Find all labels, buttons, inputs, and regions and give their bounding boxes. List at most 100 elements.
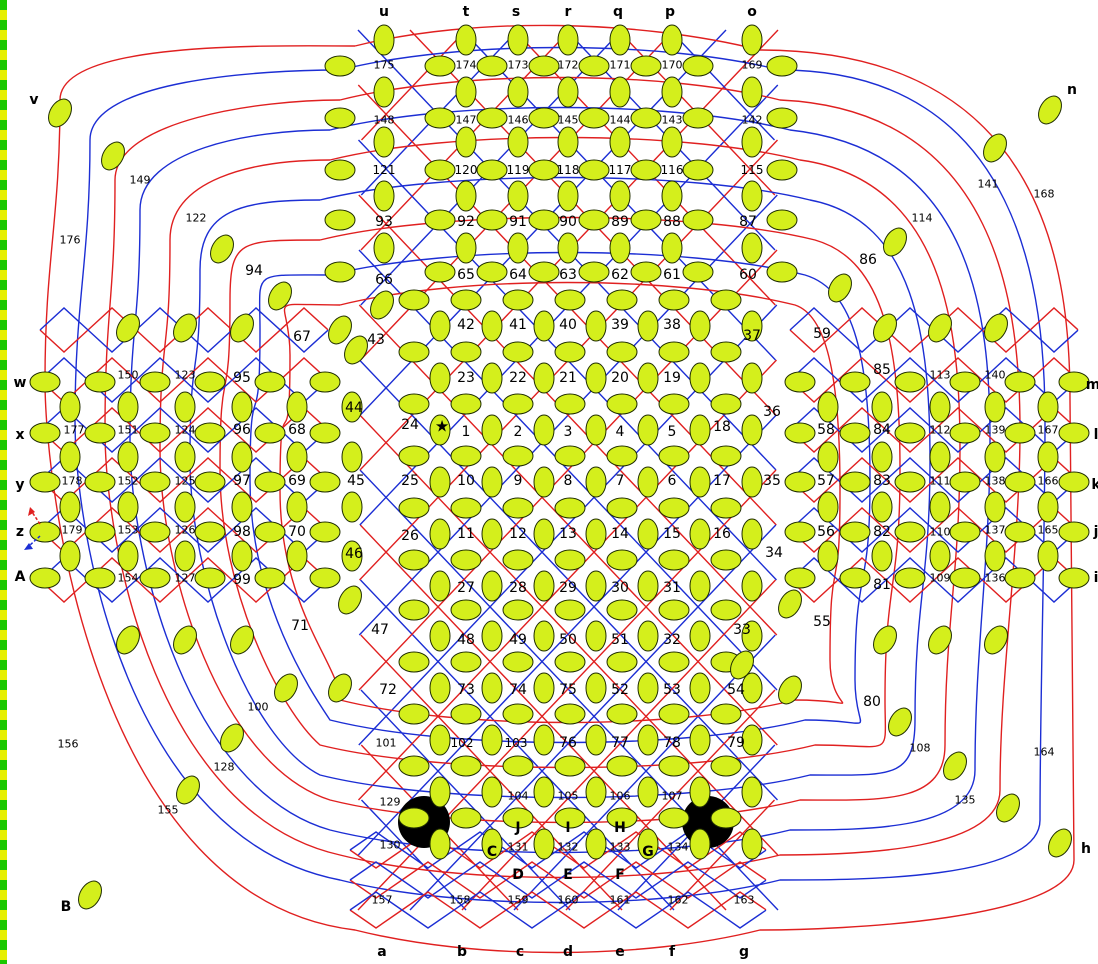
crossing-node xyxy=(711,394,741,414)
region-number: 78 xyxy=(663,735,681,751)
crossing-node xyxy=(374,233,394,263)
edge-label-top: o xyxy=(747,4,757,20)
crossing-node xyxy=(742,519,762,549)
crossing-node xyxy=(255,372,285,392)
crossing-node xyxy=(555,550,585,570)
region-number: 49 xyxy=(509,632,527,648)
edge-label-bottom: e xyxy=(615,944,625,960)
region-number: 163 xyxy=(734,894,755,907)
edge-label-left: w xyxy=(14,375,27,391)
region-number: 91 xyxy=(509,214,527,230)
crossing-node xyxy=(85,472,115,492)
crossing-node xyxy=(579,56,609,76)
crossing-node xyxy=(558,233,578,263)
region-number: 146 xyxy=(508,114,529,127)
region-number: 157 xyxy=(372,894,393,907)
crossing-node xyxy=(140,472,170,492)
region-number: 98 xyxy=(233,524,251,540)
region-number: 155 xyxy=(158,804,179,817)
crossing-node xyxy=(950,522,980,542)
crossing-node xyxy=(482,363,502,393)
region-number: 36 xyxy=(763,404,781,420)
crossing-node xyxy=(118,541,138,571)
crossing-node xyxy=(508,181,528,211)
crossing-node xyxy=(742,181,762,211)
region-number: 103 xyxy=(505,736,528,750)
crossing-node xyxy=(399,498,429,518)
region-number: 16 xyxy=(713,526,731,542)
region-number: 164 xyxy=(1034,746,1055,759)
crossing-node xyxy=(924,310,956,346)
crossing-node xyxy=(610,25,630,55)
edge-label-bottom: c xyxy=(516,944,524,960)
region-number: 121 xyxy=(373,163,396,177)
region-number: 177 xyxy=(64,424,85,437)
region-number: 76 xyxy=(559,735,577,751)
crossing-node xyxy=(607,290,637,310)
crossing-node xyxy=(374,25,394,55)
crossing-node xyxy=(534,467,554,497)
crossing-node xyxy=(503,652,533,672)
crossing-node xyxy=(430,363,450,393)
region-number: 152 xyxy=(118,475,139,488)
crossing-node xyxy=(579,160,609,180)
region-number: 31 xyxy=(663,580,681,596)
crossing-node xyxy=(1034,92,1066,128)
region-number: 179 xyxy=(62,524,83,537)
crossing-node xyxy=(638,571,658,601)
inner-letter: C xyxy=(487,844,497,860)
region-number: 8 xyxy=(564,473,573,489)
crossing-node xyxy=(399,652,429,672)
crossing-node xyxy=(586,571,606,601)
region-number: 12 xyxy=(509,526,527,542)
region-number: 50 xyxy=(559,632,577,648)
region-number: 141 xyxy=(978,178,999,191)
region-number: 9 xyxy=(514,473,523,489)
region-number: 102 xyxy=(451,736,474,750)
region-number: 25 xyxy=(401,473,419,489)
region-number: 19 xyxy=(663,370,681,386)
crossing-node xyxy=(711,756,741,776)
edge-label-left: B xyxy=(61,899,72,915)
crossing-node xyxy=(310,372,340,392)
region-number: 63 xyxy=(559,267,577,283)
crossing-node xyxy=(742,233,762,263)
crossing-node xyxy=(508,25,528,55)
crossing-node xyxy=(430,571,450,601)
region-number: 20 xyxy=(611,370,629,386)
crossing-node xyxy=(638,673,658,703)
edge-label-right: h xyxy=(1081,841,1091,857)
crossing-node xyxy=(586,311,606,341)
crossing-node xyxy=(607,756,637,776)
crossing-node xyxy=(610,181,630,211)
region-number: 171 xyxy=(610,59,631,72)
region-number: 59 xyxy=(813,326,831,342)
crossing-node xyxy=(683,108,713,128)
crossing-node xyxy=(112,622,144,658)
crossing-node xyxy=(175,492,195,522)
crossing-node xyxy=(662,127,682,157)
crossing-node xyxy=(195,372,225,392)
crossing-node xyxy=(169,622,201,658)
region-number: 132 xyxy=(558,841,579,854)
crossing-node xyxy=(112,310,144,346)
region-number: 73 xyxy=(457,682,475,698)
crossing-node xyxy=(325,108,355,128)
crossing-node xyxy=(586,415,606,445)
crossing-node xyxy=(1005,472,1035,492)
crossing-node xyxy=(482,311,502,341)
crossing-node xyxy=(425,56,455,76)
crossing-node xyxy=(586,777,606,807)
crossing-node xyxy=(586,621,606,651)
region-number: 45 xyxy=(347,473,365,489)
crossing-node xyxy=(659,600,689,620)
region-number: 118 xyxy=(557,163,580,177)
crossing-node xyxy=(985,492,1005,522)
inner-letter: D xyxy=(512,867,524,883)
edge-label-top: t xyxy=(463,4,470,20)
region-number: 114 xyxy=(912,212,933,225)
crossing-node xyxy=(872,541,892,571)
crossing-node xyxy=(60,492,80,522)
crossing-node xyxy=(30,568,60,588)
crossing-node xyxy=(555,446,585,466)
